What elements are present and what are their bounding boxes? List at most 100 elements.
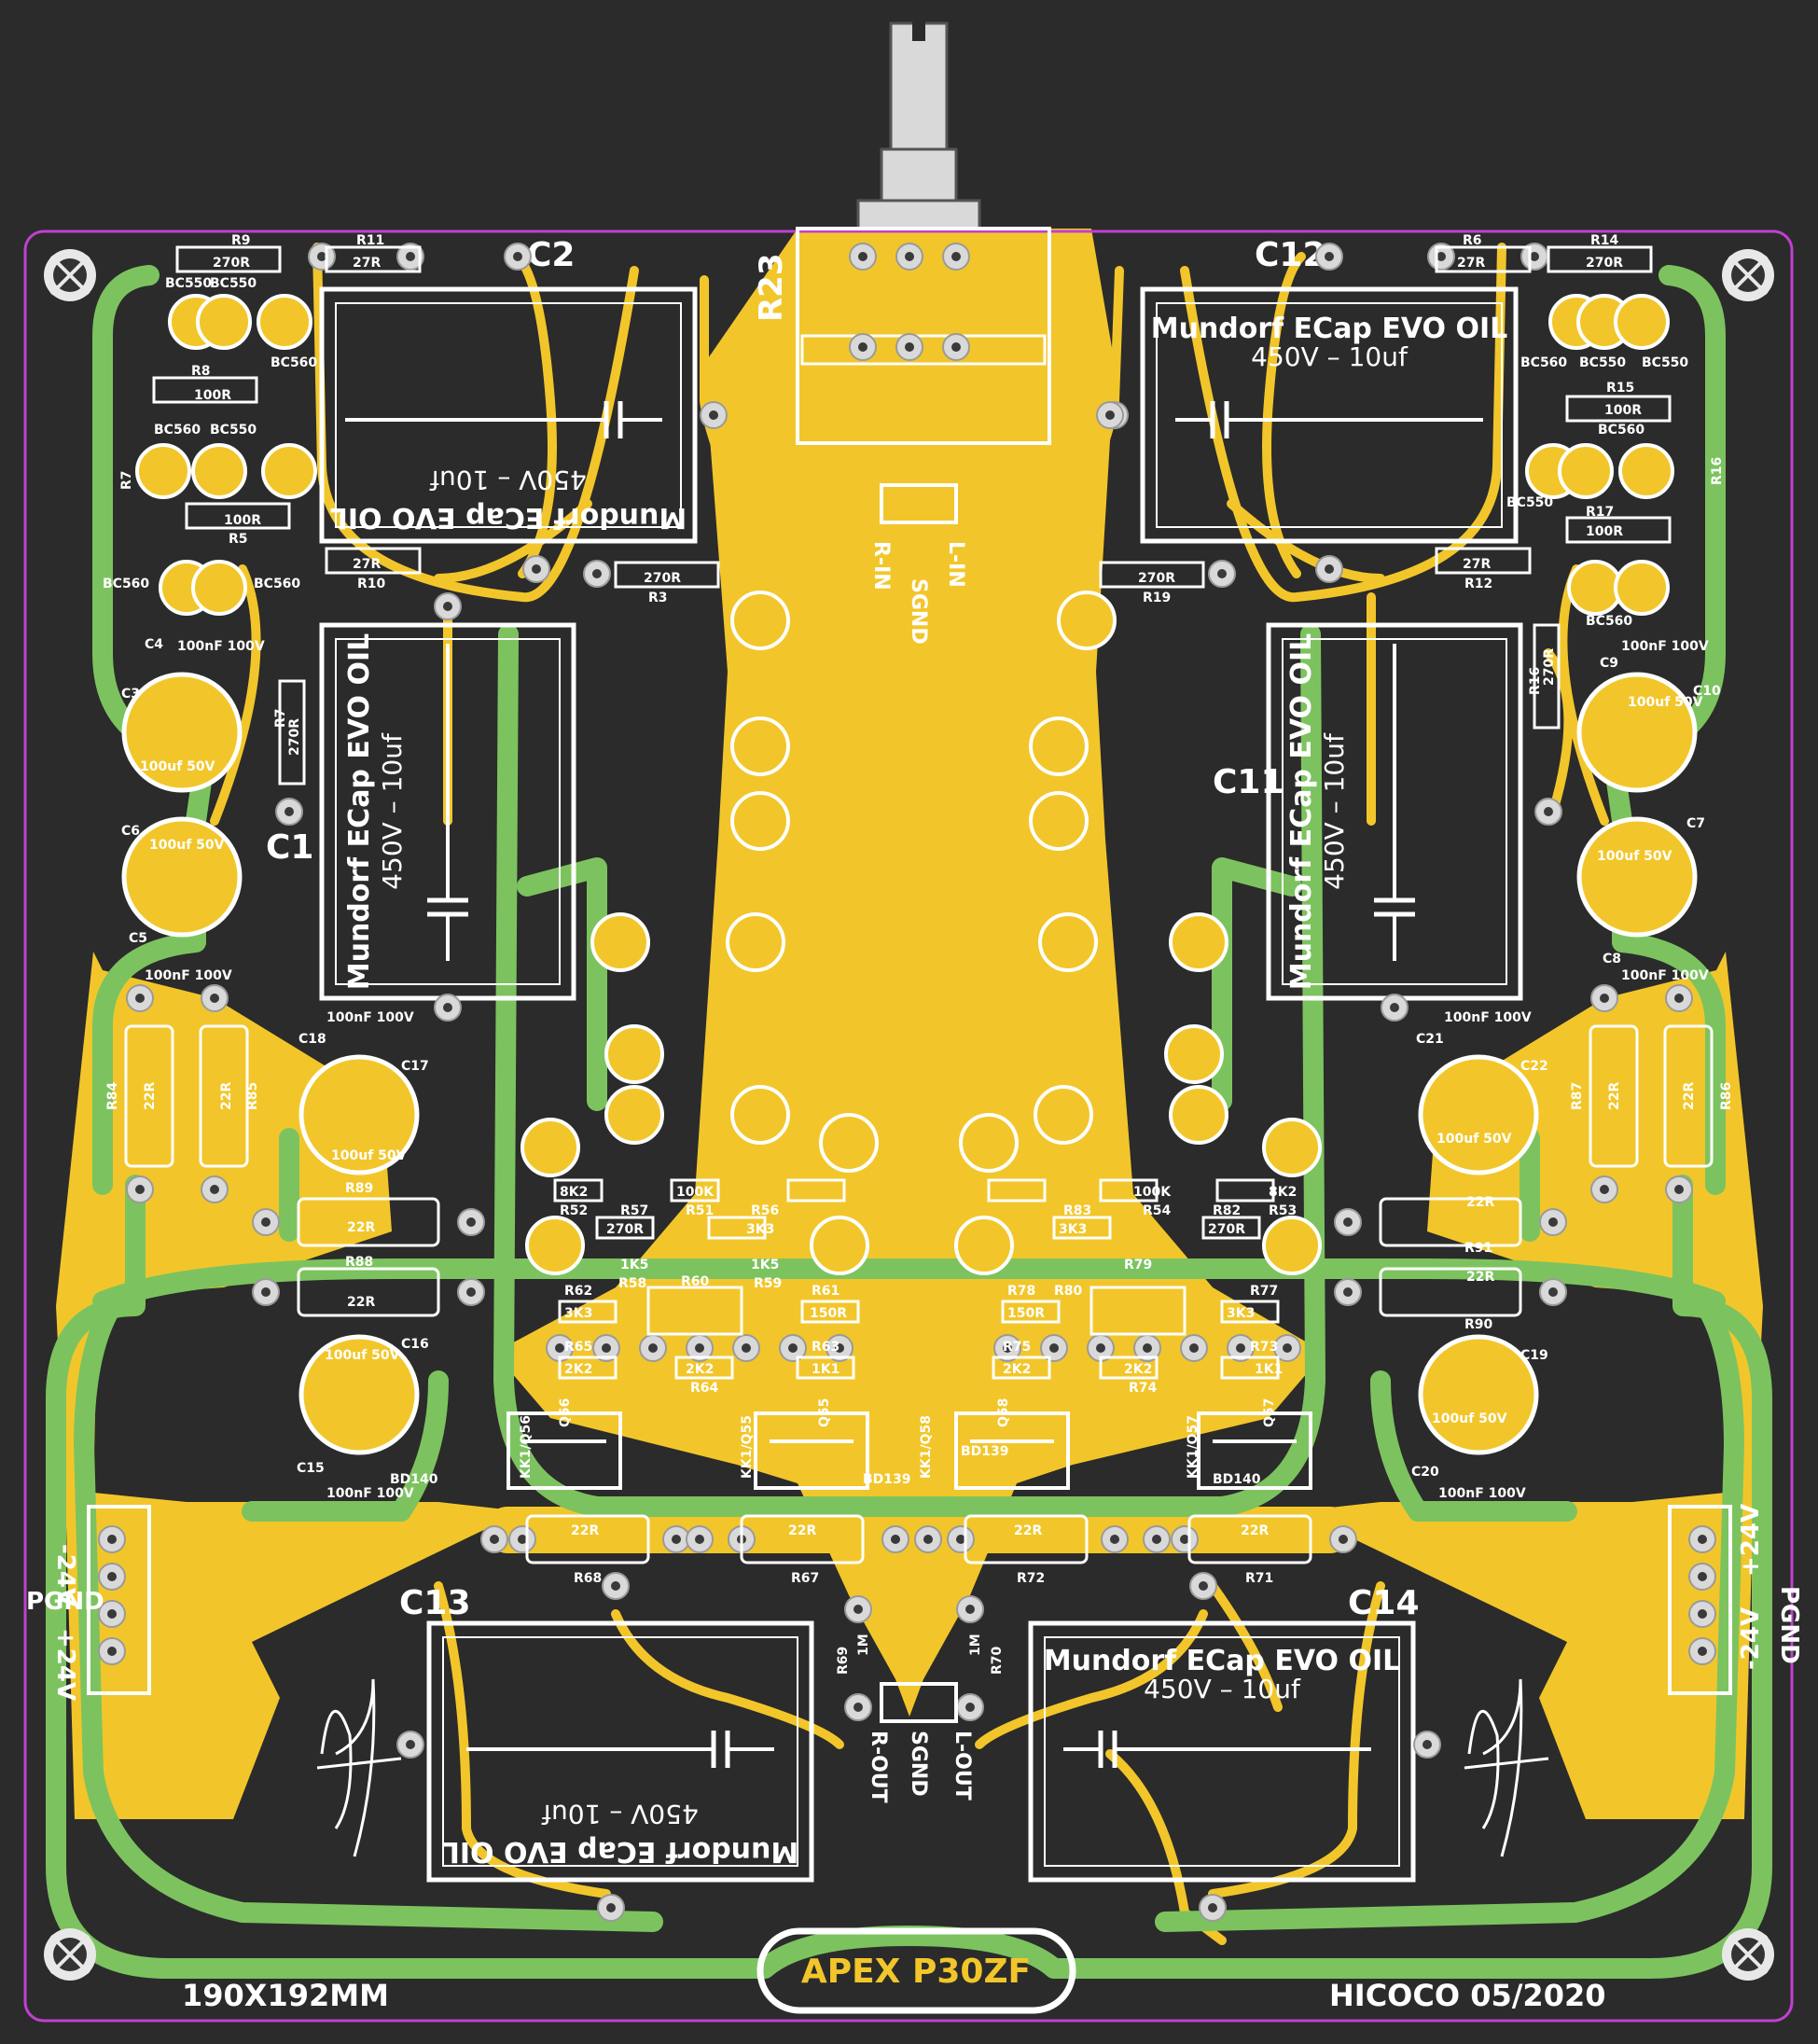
- cap-c1-ref: C1: [266, 828, 313, 867]
- label-r71-value: 22R: [1241, 1523, 1269, 1538]
- label-r53: R53: [1269, 1203, 1297, 1218]
- label-r80: R80: [1054, 1284, 1083, 1299]
- label-c5-value: 100nF 100V: [145, 968, 232, 983]
- label-c10-value: 100uf 50V: [1628, 695, 1703, 710]
- pad-hole: [1436, 252, 1446, 261]
- pad-hole: [1339, 1535, 1348, 1544]
- power-transistors: [507, 1411, 1312, 1490]
- label-r67: R67: [791, 1571, 819, 1586]
- label-r65-value: 2K2: [564, 1362, 592, 1377]
- label-q57-type: BD140: [1213, 1472, 1261, 1487]
- input-l-label: L-IN: [944, 541, 967, 588]
- pad-hole: [406, 1740, 415, 1749]
- pad-hole: [709, 410, 718, 420]
- label-r59-value: 1K5: [751, 1258, 779, 1272]
- label-r51-value: 100K: [676, 1185, 715, 1200]
- pad-hole: [490, 1535, 499, 1544]
- label-r58-value: 1K5: [620, 1258, 648, 1272]
- label-r78-value: 150R: [1007, 1306, 1045, 1321]
- pad-hole: [1325, 252, 1334, 261]
- label-r57-value: 270R: [606, 1222, 644, 1237]
- label-r51: R51: [686, 1203, 714, 1218]
- pad-hole: [835, 1343, 844, 1353]
- label-r60: R60: [681, 1274, 710, 1289]
- cap-c11-brand: Mundorf ECap EVO OIL: [1285, 633, 1318, 991]
- cap-c2-rating: 450V – 10uf: [429, 465, 587, 495]
- pad-hole: [905, 342, 914, 352]
- component-labels: R9 270R R11 27R R6 27R R14 270R BC550 BC…: [103, 233, 1721, 1586]
- cap-c14-rating: 450V – 10uf: [1144, 1674, 1301, 1704]
- label-r73-value: 1K1: [1255, 1362, 1283, 1377]
- label-q9-type: BC560: [1520, 355, 1567, 370]
- label-c8-value: 100nF 100V: [1621, 968, 1709, 983]
- pad-hole: [1180, 1535, 1189, 1544]
- label-r14: R14: [1590, 233, 1619, 248]
- pad-hole: [1698, 1535, 1707, 1544]
- pad-hole: [107, 1647, 117, 1656]
- label-r54-value: 100K: [1133, 1185, 1172, 1200]
- pad-hole: [1674, 1185, 1684, 1194]
- cap-c2-brand: Mundorf ECap EVO OIL: [330, 501, 687, 534]
- label-r57: R57: [620, 1203, 648, 1218]
- label-r10-value: 27R: [353, 557, 381, 572]
- pad-hole: [1143, 1343, 1152, 1353]
- pad-hole: [951, 252, 961, 261]
- pad-hole: [965, 1605, 975, 1614]
- power-right-pos: +24V: [1737, 1504, 1765, 1577]
- label-r85-value: 22R: [219, 1082, 234, 1110]
- pad-hole: [891, 1535, 900, 1544]
- label-r16: R16: [1710, 457, 1725, 485]
- pad-hole: [965, 1703, 975, 1712]
- label-c8: C8: [1603, 952, 1621, 966]
- cap-c12-rating: 450V – 10uf: [1251, 341, 1409, 372]
- cap-c14-brand: Mundorf ECap EVO OIL: [1044, 1645, 1401, 1677]
- pad-hole: [695, 1535, 704, 1544]
- pad-hole: [1390, 1003, 1399, 1012]
- input-connector: [880, 483, 958, 524]
- label-r85: R85: [245, 1082, 260, 1110]
- cap-c13-brand: Mundorf ECap EVO OIL: [442, 1835, 799, 1868]
- label-c15: C15: [297, 1461, 325, 1476]
- pad-hole: [1548, 1217, 1558, 1227]
- label-r8: R8: [191, 364, 211, 379]
- label-c22: C22: [1520, 1059, 1548, 1074]
- pad-hole: [1236, 1343, 1245, 1353]
- power-left-pos: +24V: [51, 1628, 79, 1701]
- pad-hole: [1422, 1740, 1432, 1749]
- label-c5: C5: [129, 931, 147, 946]
- label-q10-type: BC550: [1506, 495, 1553, 510]
- label-c16: C16: [401, 1337, 429, 1352]
- label-r3-value: 270R: [644, 571, 681, 586]
- label-r90-value: 22R: [1466, 1270, 1494, 1285]
- label-r58: R58: [618, 1276, 646, 1291]
- label-r17-value: 100R: [1586, 524, 1623, 539]
- label-r56: R56: [751, 1203, 779, 1218]
- label-q55-type: BD139: [863, 1472, 911, 1487]
- label-r68: R68: [574, 1571, 602, 1586]
- output-r-label: R-OUT: [867, 1731, 890, 1803]
- label-r89-value: 22R: [347, 1220, 375, 1235]
- label-q55: Q55: [817, 1398, 832, 1427]
- cap-c12-ref: C12: [1255, 236, 1326, 274]
- label-r90: R90: [1464, 1317, 1493, 1332]
- label-r87: R87: [1570, 1082, 1585, 1110]
- label-r67-value: 22R: [788, 1523, 816, 1538]
- pad-hole: [858, 342, 867, 352]
- label-r5: R5: [229, 532, 248, 547]
- power-connector-right: [1668, 1505, 1732, 1695]
- label-r7b: R7: [273, 708, 288, 728]
- label-r74: R74: [1129, 1381, 1158, 1396]
- output-l-label: L-OUT: [951, 1731, 974, 1801]
- pad-hole: [858, 252, 867, 261]
- cap-c14-ref: C14: [1348, 1584, 1420, 1622]
- label-r59: R59: [754, 1276, 782, 1291]
- pad-hole: [466, 1217, 476, 1227]
- label-kk1q58: KK1/Q58: [919, 1415, 934, 1479]
- label-r12: R12: [1464, 577, 1492, 591]
- label-c21: C21: [1416, 1032, 1444, 1047]
- pad-hole: [742, 1343, 751, 1353]
- label-c7-value: 100uf 50V: [1597, 849, 1672, 864]
- pad-hole: [956, 1535, 965, 1544]
- label-r11: R11: [356, 233, 384, 248]
- pad-hole: [518, 1535, 527, 1544]
